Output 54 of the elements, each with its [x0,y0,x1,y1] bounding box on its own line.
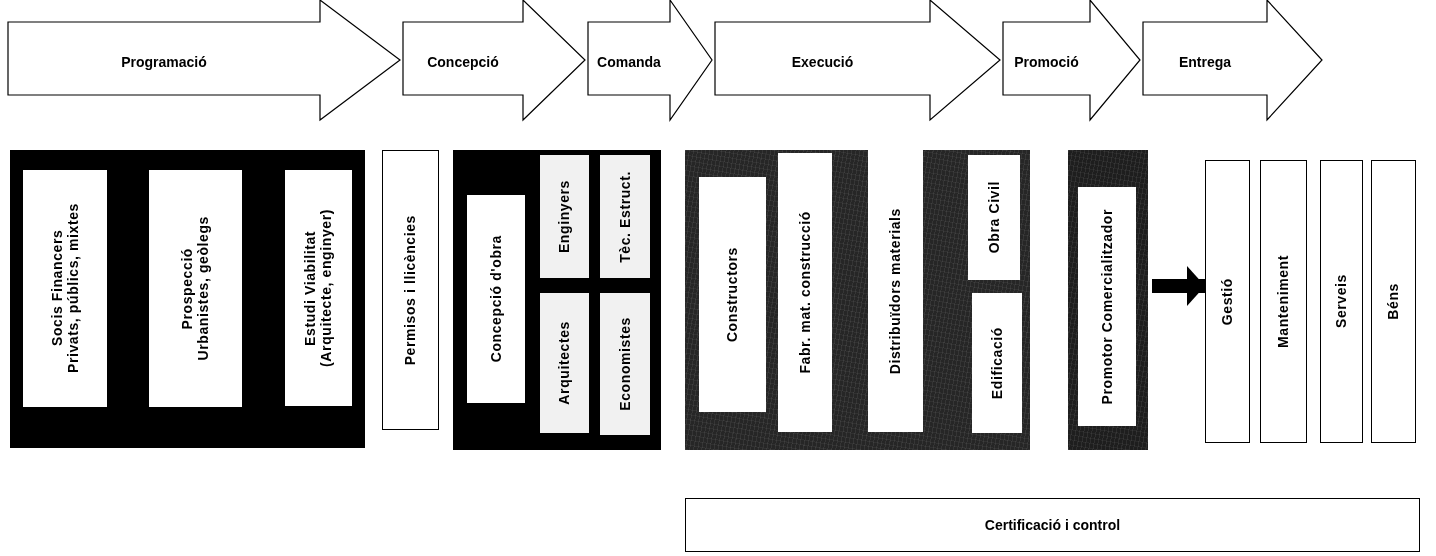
role-label: Manteniment [1275,255,1292,348]
role-label: Béns [1385,283,1402,320]
group-panel [685,150,1030,450]
arrow [1152,266,1205,306]
role-box [1320,160,1363,443]
role-box [868,150,923,432]
role-box [540,293,589,433]
role-box [600,155,650,278]
phase-label: Programació [121,54,207,70]
role-box [972,293,1022,433]
role-label: Serveis [1333,274,1350,329]
role-label: Privats, públics, mixtes [65,203,82,374]
role-box [23,170,107,407]
role-label: Gestió [1219,277,1236,326]
group-panel [453,150,661,450]
role-label: Economistes [616,317,634,411]
role-box [540,155,589,278]
role-label: Concepció d'obra [487,235,505,363]
role-box [382,150,439,430]
role-box [699,177,766,412]
role-box [778,153,832,432]
role-label: (Arquitecte, enginyer) [318,209,335,367]
role-box [467,195,525,403]
role-box [1260,160,1307,443]
role-box [600,293,650,435]
phase-label: Concepció [427,54,499,70]
role-label: Estudi Viabilitat [302,230,319,346]
phase-label: Comanda [597,54,661,70]
role-box [1078,187,1136,426]
role-label: Urbanistes, geòlegs [195,216,212,361]
role-box [149,170,242,407]
phase-label: Execució [791,54,854,70]
role-box [285,170,352,406]
role-box [1371,160,1416,443]
role-label: Distribuïdors materials [887,207,904,375]
role-label: Fabr. mat. construcció [796,211,814,374]
role-label: Constructors [724,246,741,343]
group-panel [10,150,365,448]
role-label: Tèc. Estruct. [616,170,634,263]
role-label: Arquitectes [556,321,573,405]
group-panel [1068,150,1148,450]
role-label: Edificació [988,326,1006,400]
role-label: Permisos i llicències [402,214,419,366]
role-label: Promotor Comercialitzador [1098,208,1116,405]
process-box [685,498,1420,552]
role-box [1205,160,1250,443]
role-label: Prospecció [179,247,196,330]
phase-label: Entrega [1178,54,1232,70]
role-label: Obra Civil [985,181,1003,254]
role-label: Enginyers [556,179,573,254]
role-box [968,155,1020,280]
role-label: Socis Financers [48,230,65,347]
box-label: Certificació i control [984,517,1121,533]
phase-label: Promoció [1014,54,1079,70]
